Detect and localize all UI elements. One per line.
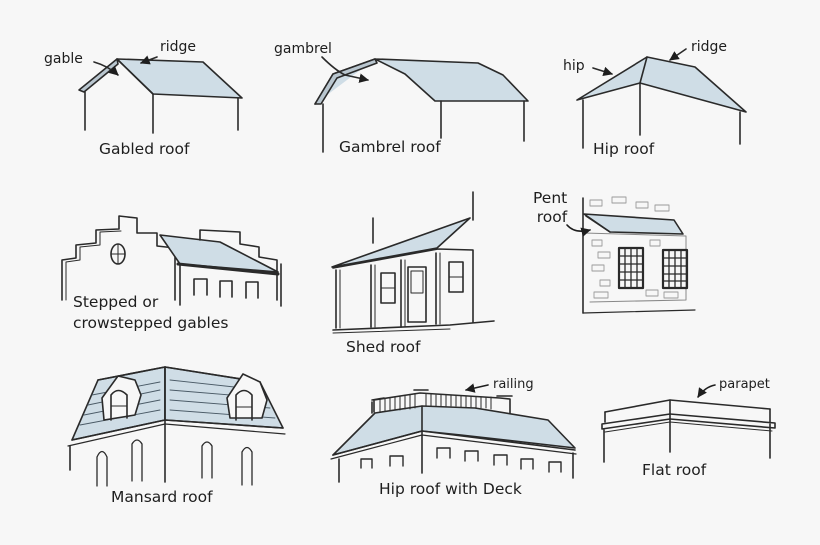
caption-shed-roof: Shed roof (346, 338, 421, 356)
hip-deck-roof-illustration (330, 383, 577, 483)
caption-gabled-roof: Gabled roof (99, 140, 190, 158)
caption-flat-roof: Flat roof (642, 461, 707, 479)
shed-roof-illustration (331, 191, 495, 334)
annotation-hip: hip (563, 58, 585, 74)
caption-gambrel-roof: Gambrel roof (339, 138, 441, 156)
caption-stepped-gables: Stepped or crowstepped gables (73, 293, 229, 332)
pent-roof-illustration (566, 196, 696, 314)
annotation-pent-roof: Pent roof (533, 189, 568, 226)
annotation-gambrel: gambrel (274, 41, 332, 57)
gabled-roof-illustration (78, 55, 243, 134)
caption-hip-roof-with-deck: Hip roof with Deck (379, 480, 522, 498)
caption-hip-roof: Hip roof (593, 140, 655, 158)
hip-roof-illustration (576, 48, 747, 149)
mansard-roof-illustration (67, 366, 286, 487)
caption-mansard-roof: Mansard roof (111, 488, 213, 506)
annotation-railing: railing (493, 377, 534, 392)
stepped-gables-illustration (61, 215, 282, 307)
annotation-ridge-hip: ridge (691, 39, 728, 55)
annotation-parapet: parapet (719, 377, 770, 392)
flat-roof-illustration (601, 384, 776, 463)
annotation-gable: gable (44, 51, 83, 67)
gambrel-roof-illustration (314, 56, 529, 153)
annotation-ridge: ridge (160, 39, 197, 55)
